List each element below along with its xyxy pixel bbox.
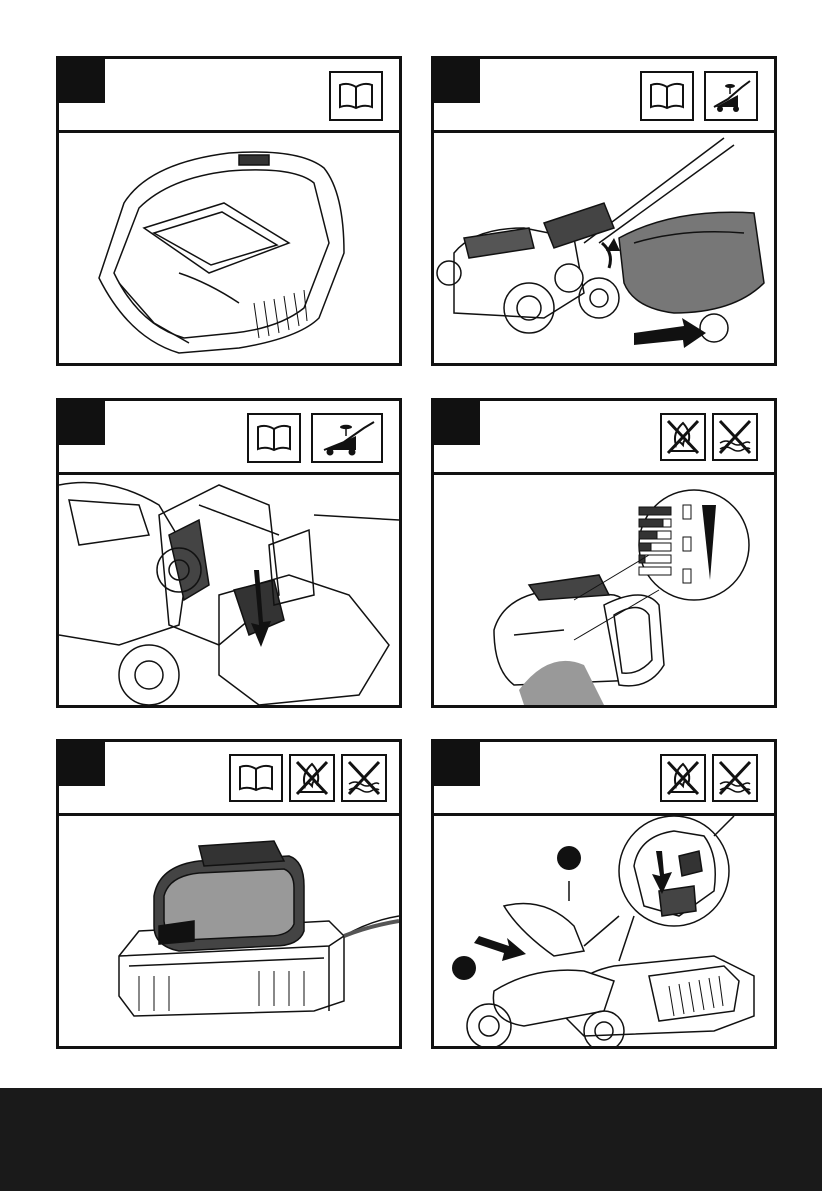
- step-number-block: [434, 401, 480, 445]
- manual-book-icon: [229, 754, 283, 802]
- attach-grass-bag-illustration: [434, 133, 774, 363]
- step-panel-4: [431, 398, 777, 708]
- insert-bag-frame-illustration: [59, 475, 399, 705]
- lift-rear-flap-icon: [311, 413, 383, 463]
- step-panel-3: [56, 398, 402, 708]
- step-panel-1: [56, 56, 402, 366]
- footer-bar: [0, 1088, 822, 1191]
- step-number-block: [59, 401, 105, 445]
- step-panel-6: [431, 739, 777, 1049]
- no-fire-icon: [660, 754, 706, 802]
- step-number-block: [434, 59, 480, 103]
- grass-collection-bag-illustration: [59, 133, 399, 363]
- battery-on-charger-illustration: [59, 816, 399, 1046]
- step-panel-5: [56, 739, 402, 1049]
- panel-header: [434, 59, 774, 133]
- no-water-icon: [712, 413, 758, 461]
- no-water-icon: [341, 754, 387, 802]
- no-fire-icon: [660, 413, 706, 461]
- step-number-block: [434, 742, 480, 786]
- no-water-icon: [712, 754, 758, 802]
- panel-header: [59, 59, 399, 133]
- manual-book-icon: [640, 71, 694, 121]
- panel-header: [434, 401, 774, 475]
- panel-header: [59, 401, 399, 475]
- step-number-block: [59, 742, 105, 786]
- insert-battery-and-key-illustration: [434, 816, 774, 1046]
- no-fire-icon: [289, 754, 335, 802]
- panel-header: [434, 742, 774, 816]
- step-number-block: [59, 59, 105, 103]
- manual-book-icon: [329, 71, 383, 121]
- lift-rear-flap-icon: [704, 71, 758, 121]
- battery-charge-indicator-illustration: [434, 475, 774, 705]
- panel-header: [59, 742, 399, 816]
- step-panel-2: [431, 56, 777, 366]
- manual-book-icon: [247, 413, 301, 463]
